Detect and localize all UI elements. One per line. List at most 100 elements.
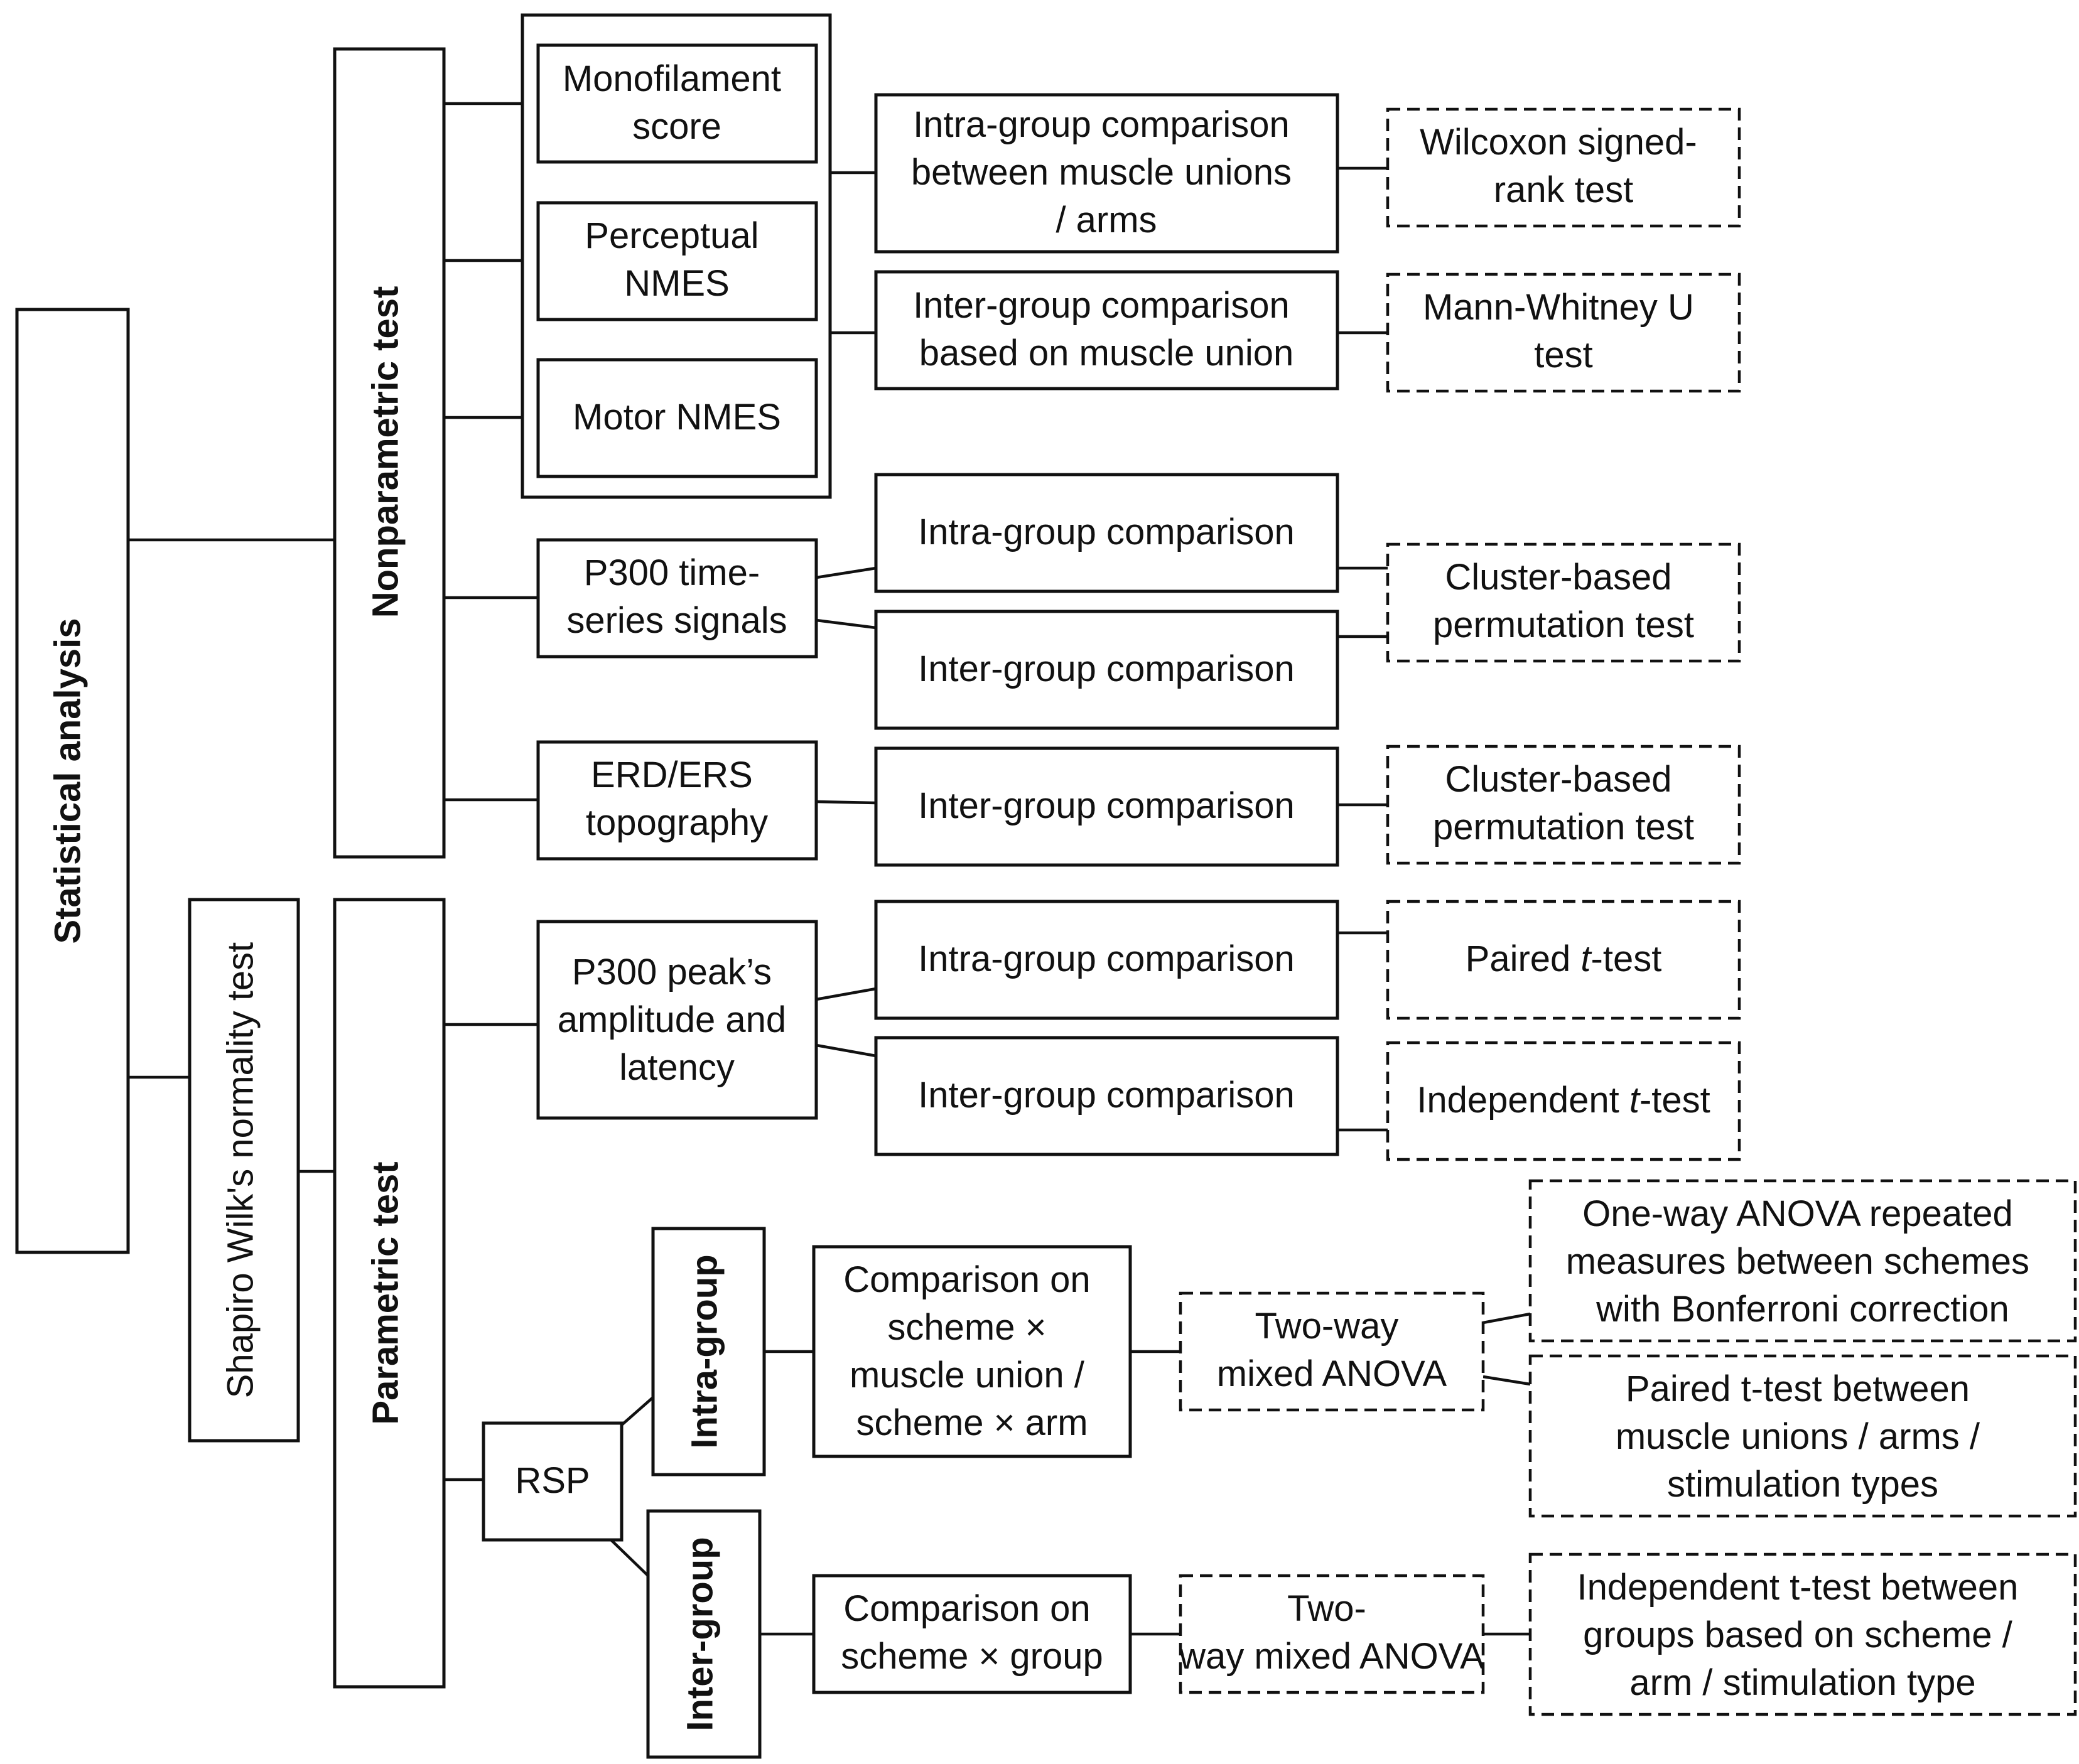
wilcoxon-line-1: Wilcoxon signed- [1420, 122, 1697, 163]
cmp-intra-line-2: scheme × [887, 1307, 1046, 1348]
p300ts-inter-node: Inter-group comparison [874, 610, 1339, 730]
oneway-line-1: One-way ANOVA repeated [1582, 1193, 2013, 1234]
peak-intra-node: Intra-group comparison [874, 900, 1339, 1020]
p300peak-line-3: latency [619, 1047, 735, 1088]
svg-text:Monofilament score: Monofilament score [563, 58, 791, 147]
peak-inter-node: Inter-group comparison [874, 1036, 1339, 1156]
normality-node: Shapiro Wilk's normality test [188, 898, 300, 1443]
independent-t-test-node: Independent t-test [1386, 1041, 1741, 1161]
edge-p300ts-intra [816, 566, 877, 579]
svg-text:Paired t-test: Paired t-test [1466, 938, 1662, 979]
anova-intra-line-1: Two-way [1255, 1306, 1399, 1347]
np-intra-group-node: Intra-group comparison between muscle un… [874, 93, 1339, 254]
paired-italic: t [1580, 938, 1592, 979]
svg-text:Independent t-test between: Independent t-test between groups based … [1577, 1567, 2028, 1703]
anova-inter-line-1: Two- [1287, 1588, 1366, 1629]
np-intra-line-3: / arms [1056, 200, 1157, 240]
cluster-permutation-node-1: Cluster-based permutation test [1386, 542, 1741, 663]
p300-time-series-node: P300 time- series signals [536, 538, 818, 659]
mannwhitney-line-1: Mann-Whitney U [1423, 287, 1694, 328]
p300ts-inter-line-1: Inter-group comparison [918, 648, 1295, 689]
motor-nmes-node: Motor NMES [536, 358, 818, 478]
svg-text:Intra-group comparison b: Intra-group comparison between muscle un… [911, 104, 1302, 240]
paired-pre: Paired [1466, 938, 1581, 979]
cmp-inter-line-1: Comparison on [843, 1588, 1090, 1629]
p300peak-line-2: amplitude and [558, 999, 786, 1040]
svg-text:Inter-group comparison b: Inter-group comparison based on muscle u… [913, 285, 1300, 374]
svg-text:Comparison on scheme × g: Comparison on scheme × group [841, 1588, 1103, 1677]
oneway-anova-node: One-way ANOVA repeated measures between … [1528, 1179, 2077, 1343]
svg-text:Two- way mixed ANOVA: Two- way mixed ANOVA [1179, 1588, 1484, 1677]
peak-intra-line-1: Intra-group comparison [918, 938, 1295, 979]
p300ts-intra-node: Intra-group comparison [874, 473, 1339, 593]
svg-text:Paired t-test between mu: Paired t-test between muscle unions / ar… [1616, 1369, 1990, 1505]
monofilament-node: Monofilament score [536, 43, 818, 164]
indep-between-line-3: arm / stimulation type [1629, 1662, 1975, 1703]
peak-inter-line-1: Inter-group comparison [918, 1075, 1295, 1116]
cluster-permutation-node-2: Cluster-based permutation test [1386, 745, 1741, 865]
svg-text:Cluster-based permutatio: Cluster-based permutation test [1433, 759, 1694, 847]
independent-post: -test [1639, 1080, 1710, 1121]
comparison-intra-node: Comparison on scheme × muscle union / sc… [812, 1245, 1132, 1458]
p300ts-line-2: series signals [566, 600, 787, 641]
cmp-intra-line-1: Comparison on [843, 1259, 1090, 1300]
parametric-node: Parametric test [333, 898, 446, 1689]
independent-italic: t [1629, 1080, 1641, 1121]
svg-text:Inter-group comparison: Inter-group comparison [918, 785, 1295, 826]
inter-group-label: Inter-group [679, 1537, 720, 1731]
erd-ers-topography-node: ERD/ERS topography [536, 740, 818, 861]
cmp-intra-line-3: muscle union / [850, 1355, 1085, 1396]
connectors [128, 102, 1531, 1636]
svg-text:Inter-group comparison: Inter-group comparison [918, 648, 1295, 689]
independent-pre: Independent [1417, 1080, 1629, 1121]
mann-whitney-node: Mann-Whitney U test [1386, 272, 1741, 393]
edge-anova1-oneway [1482, 1312, 1531, 1325]
svg-text:Wilcoxon signed- rank te: Wilcoxon signed- rank test [1420, 122, 1707, 210]
erd-inter-line-1: Inter-group comparison [918, 785, 1295, 826]
anova-inter-node: Two- way mixed ANOVA [1179, 1574, 1485, 1694]
erd-line-2: topography [586, 802, 768, 843]
normality-label: Shapiro Wilk's normality test [220, 942, 261, 1399]
mannwhitney-line-2: test [1534, 335, 1593, 375]
edge-rsp-intergroup [608, 1537, 649, 1577]
monofilament-line-2: score [632, 106, 721, 147]
paired-t-test-node: Paired t-test [1386, 900, 1741, 1020]
independent-between-node: Independent t-test between groups based … [1528, 1552, 2077, 1716]
cluster1-line-1: Cluster-based [1445, 557, 1671, 598]
svg-text:P300 time- series signal: P300 time- series signals [566, 552, 787, 641]
edge-anova1-pairedbetween [1482, 1375, 1531, 1386]
oneway-line-3: with Bonferroni correction [1596, 1289, 2009, 1330]
p300ts-intra-line-1: Intra-group comparison [918, 512, 1295, 552]
intra-group-label: Intra-group [684, 1254, 725, 1448]
oneway-line-2: measures between schemes [1566, 1241, 2029, 1282]
edge-rsp-intragroup [620, 1396, 654, 1426]
wilcoxon-node: Wilcoxon signed- rank test [1386, 107, 1741, 228]
svg-text:Two-way mixed ANOVA: Two-way mixed ANOVA [1217, 1306, 1447, 1394]
svg-text:Inter-group comparison: Inter-group comparison [918, 1075, 1295, 1116]
np-inter-group-node: Inter-group comparison based on muscle u… [874, 270, 1339, 390]
monofilament-line-1: Monofilament [563, 58, 781, 99]
pairedbetween-line-1: Paired t-test between [1626, 1369, 1970, 1409]
perceptual-line-1: Perceptual [585, 215, 759, 256]
root-node: Statistical analysis [15, 308, 130, 1254]
erd-line-1: ERD/ERS [591, 755, 753, 795]
edge-peak-inter [816, 1043, 877, 1058]
edge-peak-intra [816, 987, 877, 1001]
paired-between-node: Paired t-test between muscle unions / ar… [1528, 1354, 2077, 1518]
svg-text:Independent t-test: Independent t-test [1417, 1080, 1710, 1121]
rsp-node: RSP [482, 1421, 624, 1542]
cluster2-line-2: permutation test [1433, 807, 1694, 847]
p300ts-line-1: P300 time- [584, 552, 760, 593]
perceptual-nmes-node: Perceptual NMES [536, 201, 818, 321]
p300peak-line-1: P300 peak’s [572, 952, 772, 992]
cluster2-line-1: Cluster-based [1445, 759, 1671, 800]
edge-p300ts-inter [816, 618, 877, 630]
cmp-intra-line-4: scheme × arm [856, 1402, 1088, 1443]
svg-text:Intra-group comparison: Intra-group comparison [918, 938, 1295, 979]
svg-text:Mann-Whitney U test: Mann-Whitney U test [1423, 287, 1704, 375]
svg-text:Motor NMES: Motor NMES [573, 397, 781, 438]
np-intra-line-1: Intra-group comparison [913, 104, 1290, 145]
p300-peak-node: P300 peak’s amplitude and latency [536, 920, 818, 1120]
cluster1-line-2: permutation test [1433, 605, 1694, 645]
